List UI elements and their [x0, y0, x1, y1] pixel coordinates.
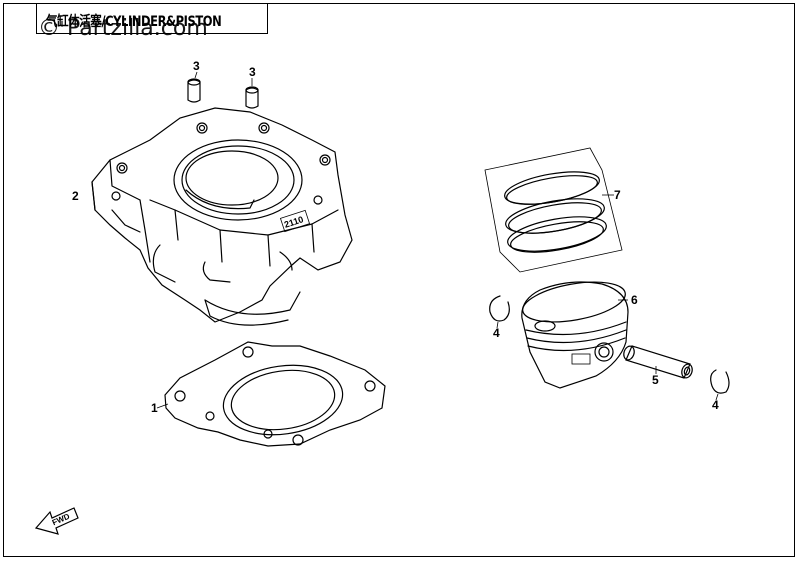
dowel-pin-left[interactable] [187, 78, 201, 103]
callout-2: 2 [72, 189, 79, 203]
callout-1: 1 [151, 401, 158, 415]
cylinder-gasket[interactable] [164, 341, 386, 447]
cylinder-block[interactable] [91, 107, 353, 326]
dowel-pin-right[interactable] [245, 86, 259, 109]
piston-pin[interactable] [622, 345, 694, 379]
callout-4-right: 4 [712, 398, 719, 412]
callout-3-left: 3 [193, 59, 200, 73]
callout-4-left: 4 [493, 326, 500, 340]
piston-ring-set[interactable] [484, 147, 623, 273]
circlip-right[interactable] [710, 369, 730, 394]
piston[interactable] [520, 275, 629, 389]
diagram-title: 气缸体活塞/CYLINDER&PISTON [46, 14, 222, 30]
callout-7: 7 [614, 188, 621, 202]
fwd-arrow-icon [34, 507, 79, 535]
diagram-frame [3, 3, 795, 557]
watermark: © Partzilla.com [38, 16, 208, 41]
callout-5: 5 [652, 373, 659, 387]
title-box [36, 4, 268, 34]
callout-6: 6 [631, 293, 638, 307]
circlip-left[interactable] [489, 295, 510, 322]
callout-3-right: 3 [249, 65, 256, 79]
